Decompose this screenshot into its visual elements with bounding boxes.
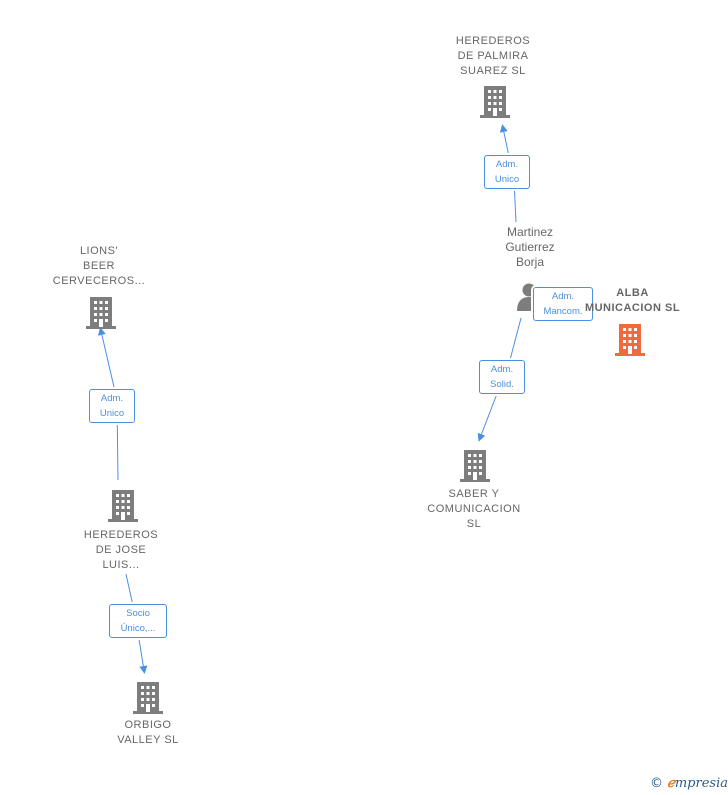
footer-brand: © ℯmpresia [650,776,728,791]
node-label-herederos-palmira: HEREDEROS DE PALMIRA SUAREZ SL [455,35,531,77]
building-icon[interactable] [459,448,491,482]
edge-label-adm-unico-left: Adm. Unico [89,389,135,423]
edge-label-adm-unico: Adm. Unico [484,155,530,189]
node-label-martinez: Martinez Gutierrez Borja [505,225,555,269]
building-icon[interactable] [107,488,139,522]
building-icon[interactable] [85,295,117,329]
building-icon[interactable] [479,84,511,118]
edge-label-adm-mancom: Adm. Mancom. [533,287,593,321]
building-icon[interactable] [614,322,646,356]
copyright-icon: © [650,776,664,791]
building-icon[interactable] [132,680,164,714]
node-label-orbigo: ORBIGO VALLEY SL [117,719,179,746]
brand-e-glyph: ℯ [667,776,675,791]
node-label-lions: LIONS' BEER CERVECEROS... [52,245,146,287]
brand-name: mpresia [674,776,728,791]
edge-label-socio-unico: Socio Único,... [109,604,167,638]
edge-label-adm-solid: Adm. Solid. [479,360,525,394]
node-label-herederos-jose: HEREDEROS DE JOSE LUIS... [83,529,159,571]
node-label-alba: ALBA MUNICACION SL [584,287,681,314]
node-label-saber: SABER Y COMUNICACION SL [427,488,521,530]
